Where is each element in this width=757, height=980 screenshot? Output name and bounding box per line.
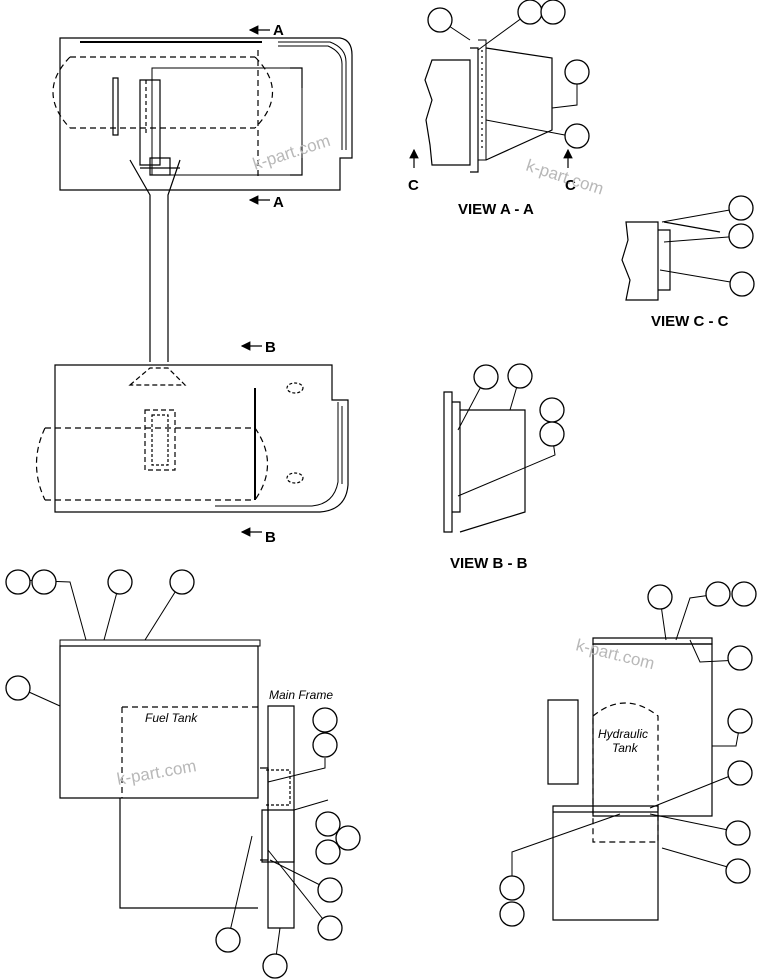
callout-circle	[5, 569, 31, 595]
callout-circle	[107, 569, 133, 595]
hydraulic-tank-label-2: Tank	[612, 741, 639, 755]
hydraulic-tank-label-1: Hydraulic	[598, 727, 648, 741]
watermark-1: k-part.com	[250, 131, 332, 174]
callout-circle	[731, 581, 757, 607]
callout-circle	[507, 363, 533, 389]
view-c-c	[621, 221, 721, 301]
callout-circle	[727, 760, 753, 786]
watermark-4: k-part.com	[115, 756, 197, 789]
callout-circle	[215, 927, 241, 953]
section-label-b-top: B	[265, 339, 276, 356]
side-view-hydraulic-tank	[547, 637, 713, 921]
callout-circle	[539, 421, 565, 447]
top-plan-lower-frame	[36, 364, 349, 513]
callout-circle	[540, 0, 566, 25]
main-frame-label: Main Frame	[269, 688, 333, 702]
callout-circle	[727, 645, 753, 671]
callout-circle	[564, 123, 590, 149]
callout-circle	[564, 59, 590, 85]
callout-circle	[647, 584, 673, 610]
callout-circle	[315, 839, 341, 865]
section-arrows	[240, 25, 573, 537]
section-label-c-right: C	[565, 177, 576, 194]
callout-circle	[539, 397, 565, 423]
callout-circle	[728, 223, 754, 249]
section-label-b-bottom: B	[265, 529, 276, 546]
callout-circle	[31, 569, 57, 595]
section-label-a-top: A	[273, 22, 284, 39]
callout-circle	[727, 708, 753, 734]
top-plan-upper-body	[52, 37, 353, 362]
callout-circle	[5, 675, 31, 701]
callout-circle	[473, 364, 499, 390]
view-title-a-a: VIEW A - A	[458, 201, 534, 218]
callout-circle	[335, 825, 361, 851]
labels: A A B B C C VIEW A - A VIEW B - B VIEW C…	[115, 22, 728, 789]
callout-circle	[427, 7, 453, 33]
callout-circle	[499, 875, 525, 901]
watermark-3: k-part.com	[574, 635, 657, 673]
callout-circle	[517, 0, 543, 25]
callout-leaders	[17, 11, 743, 965]
callout-circle	[729, 271, 755, 297]
callout-circle	[262, 953, 288, 979]
view-a-a	[424, 39, 553, 173]
callout-circle	[705, 581, 731, 607]
view-title-b-b: VIEW B - B	[450, 555, 528, 572]
fuel-tank-label: Fuel Tank	[145, 711, 198, 725]
callout-circle	[312, 707, 338, 733]
callout-circle	[728, 195, 754, 221]
callout-circle	[317, 877, 343, 903]
callout-circle	[499, 901, 525, 927]
section-label-c-left: C	[408, 177, 419, 194]
view-title-c-c: VIEW C - C	[651, 313, 729, 330]
view-b-b	[443, 391, 526, 533]
callout-circle	[725, 858, 751, 884]
callout-circle	[169, 569, 195, 595]
callout-circles	[5, 0, 757, 979]
callout-circle	[312, 732, 338, 758]
section-label-a-bottom: A	[273, 194, 284, 211]
callout-circle	[315, 811, 341, 837]
callout-circle	[317, 915, 343, 941]
callout-circle	[725, 820, 751, 846]
side-view-fuel-tank	[59, 639, 295, 929]
